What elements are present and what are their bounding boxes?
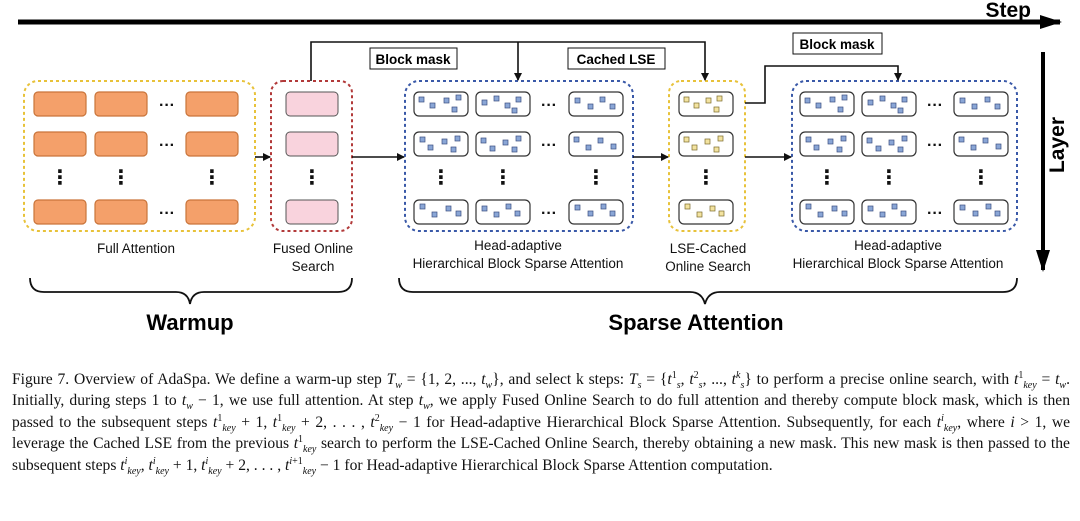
figure-caption: Figure 7. Overview of AdaSpa. We define …: [12, 369, 1071, 477]
label-hybsa2-1: Head-adaptive: [854, 238, 942, 253]
label-lse-1: LSE-Cached: [670, 241, 747, 256]
phase-sparse: Sparse Attention: [608, 310, 783, 335]
overview-diagram: Step Layer: [18, 0, 1069, 335]
svg-text:Block mask: Block mask: [799, 37, 875, 52]
ellipsis-v: ⋮: [971, 167, 991, 189]
ellipsis-v: ⋮: [696, 167, 716, 189]
tag-cached-lse: Cached LSE: [567, 47, 666, 70]
step-axis-label: Step: [985, 0, 1031, 22]
phase-warmup: Warmup: [146, 310, 233, 335]
lse-cached-group: [668, 80, 746, 232]
ellipsis-v: ⋮: [879, 167, 899, 189]
hybsa-blocks-1: [413, 91, 624, 225]
ellipsis-h: ···: [159, 205, 175, 222]
ellipsis-v: ⋮: [302, 167, 322, 189]
fused-search-blocks: [285, 91, 339, 225]
ellipsis-v: ⋮: [111, 167, 131, 189]
ellipsis-h: ···: [927, 97, 943, 114]
layer-axis-label: Layer: [1046, 117, 1069, 173]
sparse-brace: [398, 277, 1018, 305]
ellipsis-h: ···: [159, 97, 175, 114]
hybsa-blocks-2: [799, 91, 1009, 225]
label-lse-2: Online Search: [665, 259, 751, 274]
ellipsis-h: ···: [541, 205, 557, 222]
full-attention-blocks: [33, 91, 239, 225]
ellipsis-h: ···: [927, 137, 943, 154]
lse-cached-blocks: [678, 91, 734, 225]
fused-search-group: [270, 80, 353, 232]
ellipsis-h: ···: [541, 137, 557, 154]
svg-text:Block mask: Block mask: [375, 52, 451, 67]
warmup-brace: [29, 277, 353, 305]
ellipsis-v: ⋮: [431, 167, 451, 189]
tag-block-mask-2: Block mask: [792, 32, 883, 55]
label-hybsa1-2: Hierarchical Block Sparse Attention: [413, 256, 624, 271]
ellipsis-v: ⋮: [586, 167, 606, 189]
ellipsis-h: ···: [927, 205, 943, 222]
label-fused-2: Search: [292, 259, 335, 274]
figure-label: Figure 7.: [12, 371, 70, 388]
ellipsis-v: ⋮: [493, 167, 513, 189]
ellipsis-v: ⋮: [50, 167, 70, 189]
label-full-attention: Full Attention: [97, 241, 175, 256]
ellipsis-h: ···: [541, 97, 557, 114]
hybsa-group-1: [404, 80, 634, 232]
label-hybsa1-1: Head-adaptive: [474, 238, 562, 253]
block-mask-path-1: [310, 41, 709, 81]
block-mask-path-2: [745, 65, 902, 104]
label-fused-1: Fused Online: [273, 241, 353, 256]
label-hybsa2-2: Hierarchical Block Sparse Attention: [793, 256, 1004, 271]
hybsa-group-2: [791, 80, 1018, 232]
ellipsis-h: ···: [159, 137, 175, 154]
tag-block-mask-1: Block mask: [369, 47, 458, 70]
ellipsis-v: ⋮: [817, 167, 837, 189]
ellipsis-v: ⋮: [202, 167, 222, 189]
svg-text:Cached LSE: Cached LSE: [577, 52, 656, 67]
full-attention-group: [23, 80, 256, 232]
